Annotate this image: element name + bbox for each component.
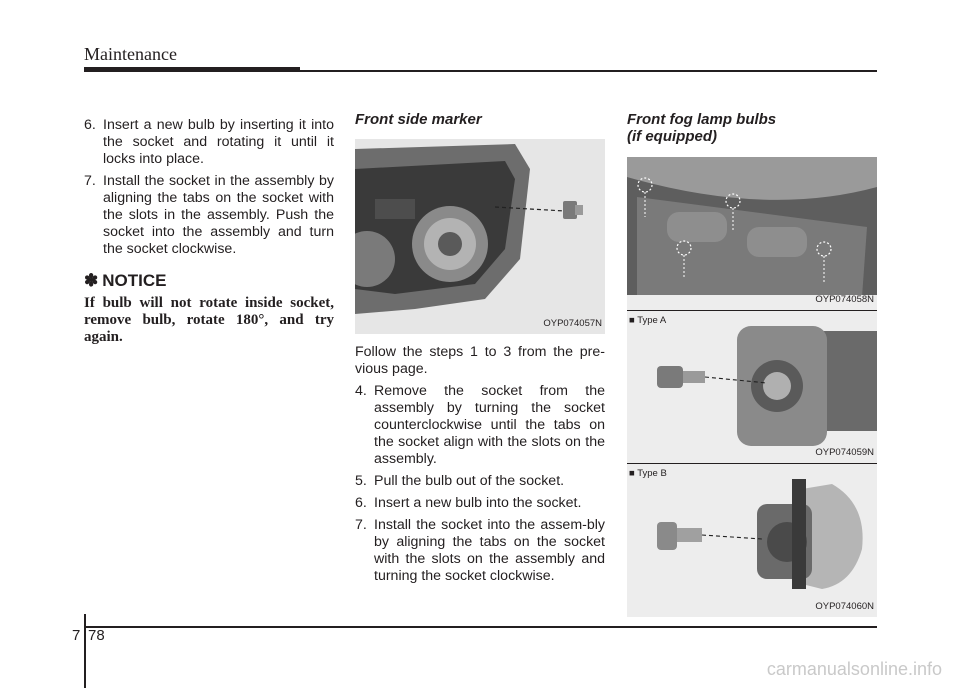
intro-paragraph: Follow the steps 1 to 3 from the pre-vio…	[355, 344, 605, 377]
fog-lamp-type-b-photo: ■ Type B OYP074060N	[627, 463, 877, 617]
step-text: Install the socket in the assembly by al…	[103, 173, 334, 257]
side-marker-illustration	[355, 139, 605, 334]
notice-body: If bulb will not rotate inside socket, r…	[84, 295, 334, 345]
type-b-label: ■ Type B	[629, 468, 667, 479]
step-list: 6. Insert a new bulb by inserting it int…	[84, 117, 334, 258]
step-item: 4. Remove the socket from the assembly b…	[355, 383, 605, 468]
step-number: 7.	[84, 173, 96, 189]
notice-title: NOTICE	[102, 271, 167, 290]
header-bar	[84, 67, 300, 72]
step-text: Insert a new bulb into the socket.	[374, 495, 582, 511]
step-text: Pull the bulb out of the socket.	[374, 473, 565, 489]
section-title: Maintenance	[84, 44, 177, 64]
fog-lamp-location-photo: OYP074058N	[627, 157, 877, 310]
side-marker-photo: OYP074057N	[355, 139, 605, 334]
photo-code: OYP074060N	[815, 601, 874, 612]
type-a-label: ■ Type A	[629, 315, 667, 326]
step-number: 7.	[355, 517, 367, 533]
step-text: Insert a new bulb by inserting it into t…	[103, 117, 334, 167]
photo-code: OYP074057N	[543, 318, 602, 329]
step-item: 5. Pull the bulb out of the socket.	[355, 473, 605, 490]
column-2: Front side marker OYP074057N Follow the …	[355, 111, 605, 590]
chapter-number: 7	[72, 627, 81, 644]
photo-code: OYP074058N	[815, 294, 874, 305]
step-item: 6. Insert a new bulb by inserting it int…	[84, 117, 334, 168]
step-text: Install the socket into the assem-bly by…	[374, 517, 605, 584]
fog-lamp-type-b-illustration	[627, 464, 877, 617]
fog-lamp-title-line2: (if equipped)	[627, 128, 717, 145]
step-number: 6.	[355, 495, 367, 511]
fog-lamp-location-illustration	[627, 157, 877, 310]
step-number: 6.	[84, 117, 96, 133]
step-item: 6. Insert a new bulb into the socket.	[355, 495, 605, 512]
page-number: 78	[88, 627, 105, 644]
fog-lamp-title: Front fog lamp bulbs (if equipped)	[627, 111, 877, 145]
fog-lamp-title-line1: Front fog lamp bulbs	[627, 111, 777, 128]
step-text: Remove the socket from the assembly by t…	[374, 383, 605, 467]
column-1: 6. Insert a new bulb by inserting it int…	[84, 117, 334, 346]
notice-icon: ✽	[84, 271, 99, 290]
photo-code: OYP074059N	[815, 447, 874, 458]
footer-rule	[84, 626, 877, 628]
fog-lamp-type-a-illustration	[627, 311, 877, 463]
step-number: 4.	[355, 383, 367, 399]
header-rule	[300, 70, 877, 72]
watermark: carmanualsonline.info	[766, 659, 942, 679]
step-item: 7. Install the socket in the assembly by…	[84, 173, 334, 258]
front-side-marker-title: Front side marker	[355, 111, 482, 128]
step-item: 7. Install the socket into the assem-bly…	[355, 517, 605, 585]
column-3: Front fog lamp bulbs (if equipped) OYP07…	[627, 111, 877, 617]
notice-heading: ✽ NOTICE	[84, 272, 334, 289]
step-list: 4. Remove the socket from the assembly b…	[355, 383, 605, 585]
step-number: 5.	[355, 473, 367, 489]
fog-lamp-type-a-photo: ■ Type A OYP074059N	[627, 310, 877, 463]
footer-divider	[84, 614, 86, 688]
